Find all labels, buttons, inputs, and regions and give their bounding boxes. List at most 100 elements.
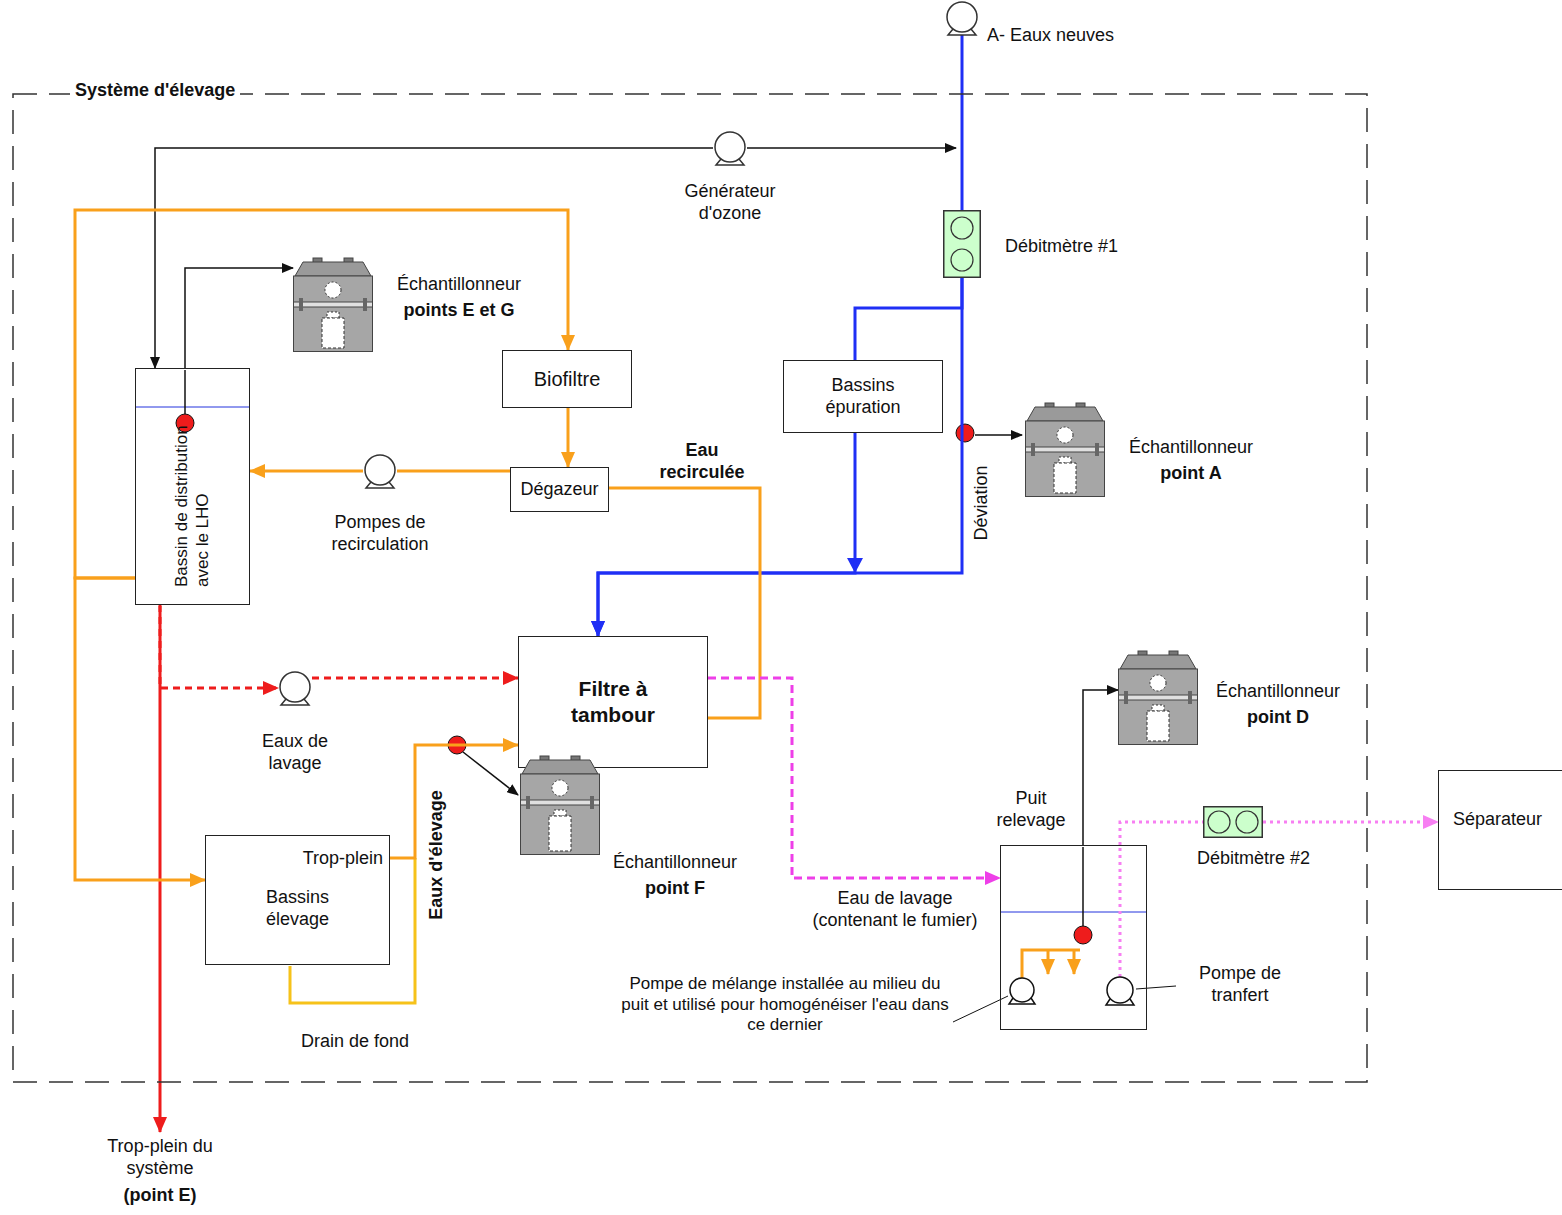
sampler-icon [526,796,530,809]
flowmeter-symbol [1204,807,1263,838]
pump-symbol: Eaux de lavage [278,671,312,705]
process-box: Biofiltre [502,350,632,408]
sampler-icon [571,756,580,761]
sampler-icon [1054,463,1076,493]
edge-label: Déviation [971,465,993,540]
sampler-icon [294,276,373,352]
annotation: Pompe de mélange installée au milieu du … [620,974,950,1036]
sample-point [956,424,974,442]
pump-symbol: A- Eaux neuves [945,1,979,35]
flowmeter-symbol: Débitmètre #2 [1203,806,1263,838]
pipe-connector [160,605,278,688]
sampler-icon [299,298,303,311]
node-text: Échantillonneur [1198,681,1358,703]
sampler-icon [325,282,341,298]
pipe-connector [312,677,518,680]
pump-symbol [281,699,309,705]
pump-symbol [365,455,395,485]
sampler-icon: Échantillonneurpoint D [1118,655,1198,745]
water-level [1001,912,1146,913]
node-text: Puit relevage [989,788,1073,832]
pipe-connector [1083,690,1118,845]
sampler-icon [1169,651,1178,656]
transfer-pump [1106,999,1134,1005]
pipe-connector [598,433,855,636]
edge-label: Eau recirculée [646,440,758,484]
sampler-icon [1045,403,1054,408]
pipe-connector [855,278,962,360]
process-box: Dégazeur [510,467,609,512]
node-text: Échantillonneur [379,274,539,296]
flowmeter-symbol [943,210,981,278]
pump-symbol [715,132,745,162]
sampler-icon [327,312,339,318]
node-text: Bassins élevage [248,887,348,931]
sampler-icon [522,760,598,774]
sampler-icon [1120,655,1196,669]
flowmeter-symbol [951,217,973,239]
sampler-icon [293,262,373,352]
sampler-icon [1152,705,1164,711]
tank-box: Bassin de distribution avec le LHO [135,368,250,605]
node-text: Débitmètre #2 [1197,848,1310,870]
sampler-icon [1138,651,1147,656]
transfer-pipe [1119,847,1122,977]
node-text: points E et G [379,300,539,322]
node-text: Biofiltre [534,367,601,391]
sampler-icon [1025,407,1105,497]
sample-line [975,434,1022,436]
node-text: Générateur d'ozone [673,181,787,225]
pipe-connector [609,488,760,718]
flowmeter-symbol [1208,811,1230,833]
sampler-icon [1150,675,1166,691]
process-box: Séparateur [1438,770,1562,890]
sampler-icon [1188,691,1192,704]
pump-symbol: Générateur d'ozone [713,131,747,165]
node-text: Filtre à tambour [553,676,673,727]
pipe-connector [961,35,964,210]
pipe-connector [155,148,713,368]
process-box: Trop-pleinBassins élevage [205,835,390,965]
pump-symbol [947,2,977,32]
leader-line [1136,986,1176,989]
sampler-icon [1027,407,1103,421]
sampler-icon [1095,443,1099,456]
sampler-icon [1119,669,1198,745]
sampler-icon [1076,403,1085,408]
pipe-connector [708,678,1000,878]
sampler-icon [295,262,371,276]
pump-symbol [280,672,310,702]
pipe-connector [390,745,518,858]
sampler-icon [1059,457,1071,463]
pipe-connector [1120,822,1203,845]
ozone-injection-line [747,147,956,149]
node-text: Échantillonneur [1111,437,1271,459]
sampler-icon [1057,427,1073,443]
sampler-icon [540,756,549,761]
pipe-connector [185,268,293,368]
node-text: point F [600,878,750,900]
sampler-icon [1119,695,1198,700]
sample-line [463,752,518,795]
flowmeter-symbol [951,249,973,271]
annotation: Pompe de tranfert [1180,963,1300,1007]
node-text: Bassin de distribution avec le LHO [172,387,213,587]
pipe-connector [75,210,568,578]
node-text: Séparateur [1453,809,1542,831]
annotation: (point E) [95,1185,225,1207]
sampler-icon [1118,655,1198,745]
sampler-icon [1124,691,1128,704]
sampler-icon [520,760,600,855]
bottom-drain-pipe [290,858,415,1003]
sampler-icon [521,800,600,805]
pipe-connector [1263,821,1438,824]
pump-symbol: Pompes de recirculation [363,454,397,488]
sampler-icon [1026,447,1105,452]
node-text: point A [1111,463,1271,485]
pump-symbol [945,1,979,35]
pipe-connector [567,408,570,467]
